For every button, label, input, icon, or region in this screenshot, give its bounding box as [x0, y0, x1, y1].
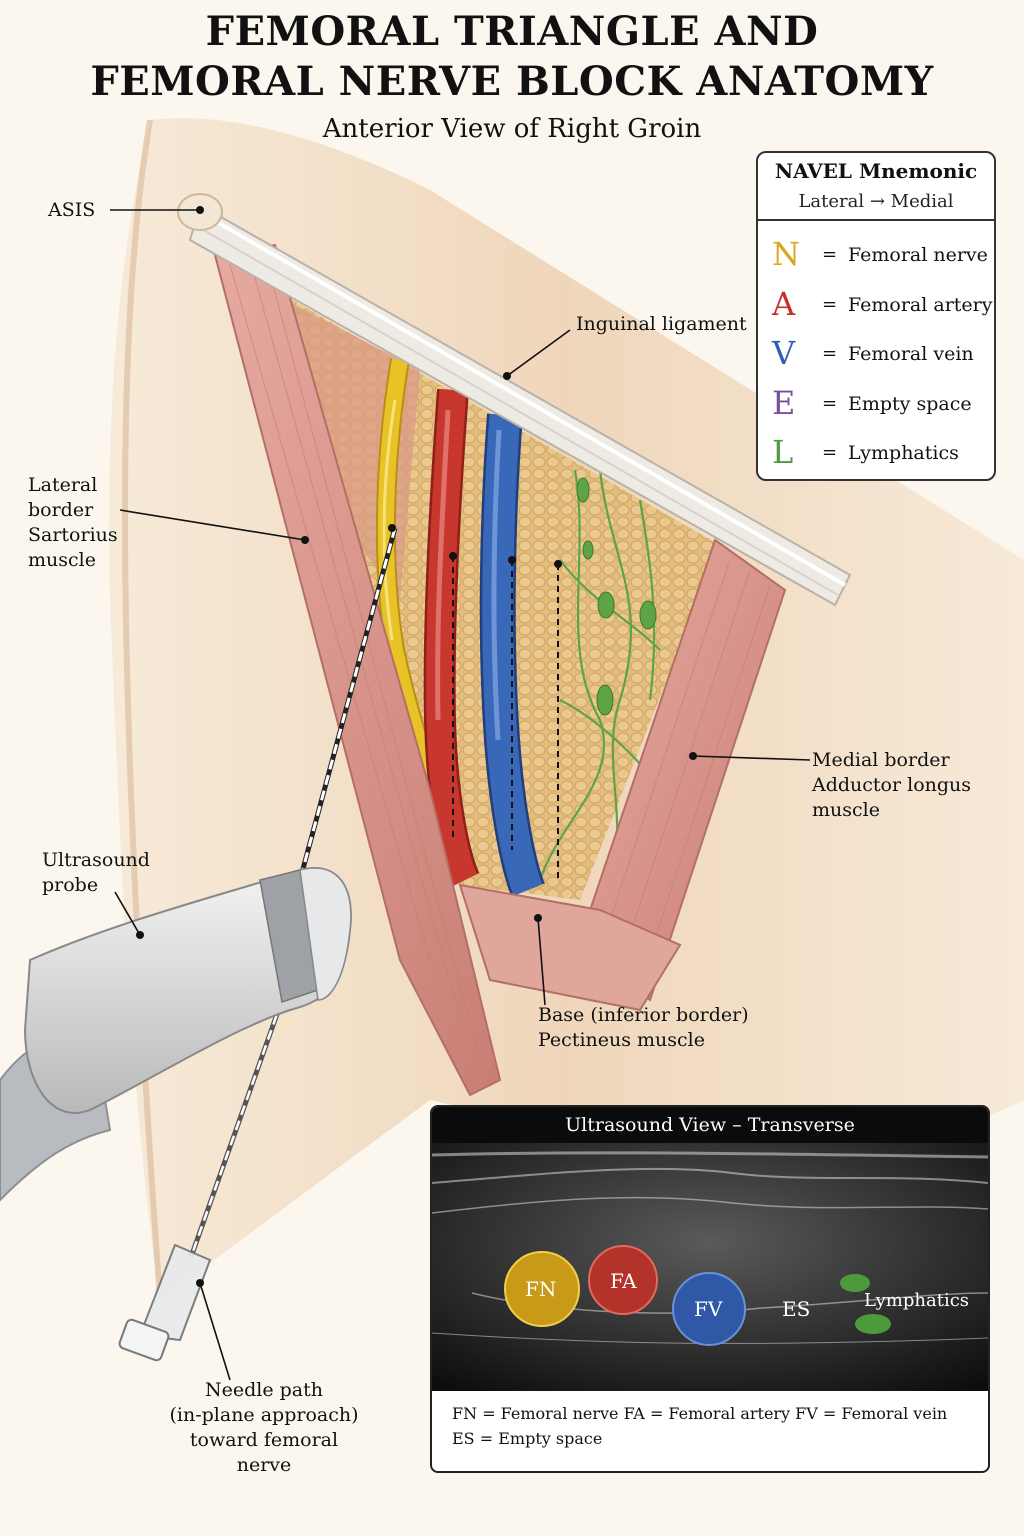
mnemonic-letter: E — [772, 384, 796, 422]
label-base-pectineus: Base (inferior border) Pectineus muscle — [538, 1004, 749, 1051]
leader-lines — [110, 209, 811, 1381]
mnemonic-eq: = — [822, 393, 838, 414]
ultrasound-inset: Ultrasound View – Transverse — [430, 1105, 990, 1473]
lymphatic-vessels — [538, 469, 671, 881]
label-ultrasound-probe: Ultrasound probe — [42, 849, 150, 896]
label-inguinal-ligament: Inguinal ligament — [576, 313, 747, 335]
mnemonic-desc: Femoral vein — [848, 343, 974, 365]
label-lateral-border: Lateral border Sartorius muscle — [28, 474, 118, 571]
us-femoral-nerve — [504, 1251, 580, 1327]
navel-mnemonic-box: NAVEL Mnemonic Lateral → Medial N = Femo… — [756, 151, 996, 481]
femoral-nerve — [375, 358, 445, 794]
us-femoral-artery — [588, 1245, 658, 1315]
us-label-fn: FN — [525, 1277, 557, 1301]
mnemonic-letter: N — [772, 235, 800, 273]
mnemonic-letter: V — [772, 334, 796, 372]
us-label-es: ES — [782, 1297, 811, 1321]
label-medial-border: Medial border Adductor longus muscle — [812, 749, 972, 821]
mnemonic-eq: = — [822, 343, 838, 364]
mnemonic-desc: Femoral artery — [848, 294, 993, 316]
us-lymph-nodes — [840, 1274, 891, 1334]
mnemonic-letter: L — [772, 433, 794, 471]
inguinal-ligament — [188, 203, 852, 607]
adductor-longus-muscle — [578, 538, 787, 1002]
ultrasound-title: Ultrasound View – Transverse — [432, 1107, 988, 1143]
ultrasound-image — [432, 1143, 988, 1391]
femoral-vein — [479, 413, 545, 897]
us-label-fa: FA — [610, 1269, 637, 1293]
label-needle-path: Needle path (in-plane approach) toward f… — [169, 1379, 359, 1476]
vessel-center-lines — [452, 556, 559, 880]
mnemonic-subtitle: Lateral → Medial — [798, 191, 954, 212]
needle-path — [187, 527, 398, 1261]
pectineus-muscle — [458, 883, 682, 1012]
title-line-1: FEMORAL TRIANGLE AND — [205, 8, 819, 55]
mnemonic-eq: = — [822, 442, 838, 463]
title-line-2: FEMORAL NERVE BLOCK ANATOMY — [90, 58, 934, 105]
lymph-nodes — [576, 477, 657, 716]
needle-hub — [118, 1243, 212, 1362]
subtitle: Anterior View of Right Groin — [322, 114, 702, 144]
mnemonic-eq: = — [822, 294, 838, 315]
mnemonic-desc: Empty space — [848, 393, 972, 415]
mnemonic-title: NAVEL Mnemonic — [774, 159, 978, 183]
us-legend-line-1: FN = Femoral nerve FA = Femoral artery F… — [452, 1404, 948, 1423]
femoral-artery — [423, 388, 480, 888]
us-legend-line-2: ES = Empty space — [452, 1429, 603, 1448]
us-label-fv: FV — [694, 1297, 723, 1321]
label-asis: ASIS — [48, 199, 96, 221]
mnemonic-divider — [758, 219, 994, 221]
mnemonic-desc: Femoral nerve — [848, 244, 988, 266]
us-label-lymphatics: Lymphatics — [864, 1290, 970, 1311]
mnemonic-eq: = — [822, 244, 838, 265]
us-femoral-vein — [672, 1272, 746, 1346]
mnemonic-desc: Lymphatics — [848, 442, 959, 464]
ultrasound-probe — [0, 867, 352, 1202]
mnemonic-letter: A — [772, 285, 796, 323]
